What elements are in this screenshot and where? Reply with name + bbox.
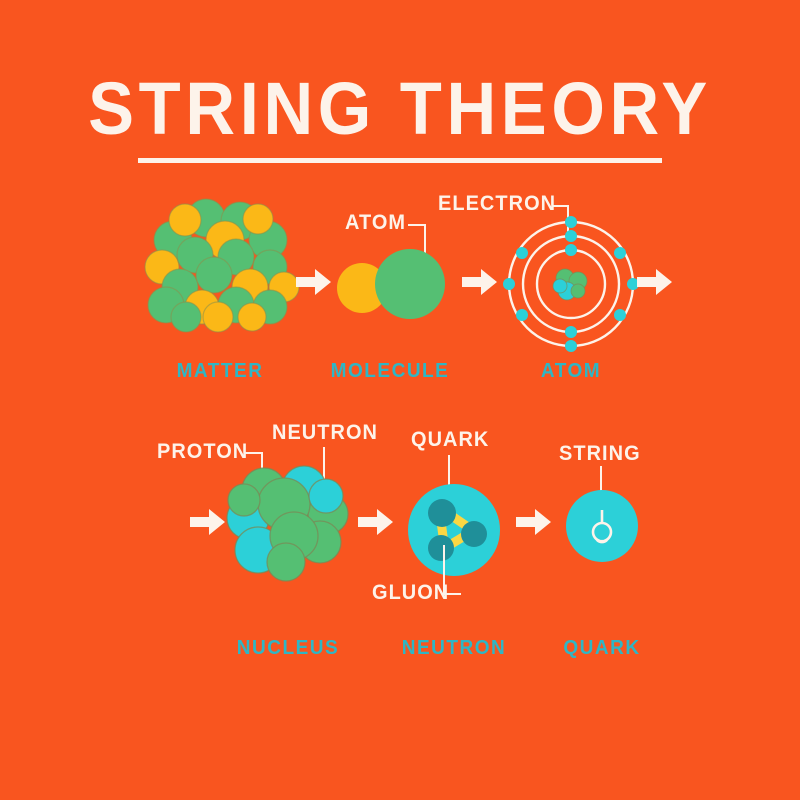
page-title: STRING THEORY <box>88 67 712 150</box>
callout-atom-leader-v <box>424 224 426 270</box>
callout-gluon-label: GLUON <box>372 581 450 604</box>
callout-quark-label: QUARK <box>411 428 490 451</box>
arrow-row1-continue <box>637 268 673 296</box>
caption-nucleus: NUCLEUS <box>236 637 340 659</box>
callout-gluon-leader-h <box>443 593 461 595</box>
caption-molecule: MOLECULE <box>330 360 450 382</box>
quark-string-icon <box>566 490 638 562</box>
callout-string-leader-v <box>600 466 602 510</box>
arrow-molecule-to-atom <box>462 268 498 296</box>
callout-electron-label: ELECTRON <box>438 192 557 215</box>
callout-neutron-label: NEUTRON <box>272 421 378 444</box>
nucleus-cluster-icon <box>226 462 349 582</box>
callout-gluon-leader-v <box>443 545 445 593</box>
matter-cluster-icon <box>140 195 300 335</box>
neutron-quark-dot <box>428 499 456 527</box>
arrow-row2-start <box>190 508 226 536</box>
arrow-nucleus-to-neutron <box>358 508 394 536</box>
callout-atom-label: ATOM <box>345 211 407 234</box>
callout-atom-leader-h <box>408 224 426 226</box>
molecule-orange-sphere <box>337 263 387 313</box>
caption-matter: MATTER <box>176 360 264 382</box>
arrow-matter-to-molecule <box>296 268 332 296</box>
molecule-icon <box>336 246 448 326</box>
caption-atom: ATOM <box>540 360 602 382</box>
caption-quark: QUARK <box>563 637 641 659</box>
atom-outer-electron <box>565 216 577 228</box>
caption-neutron: NEUTRON <box>401 637 507 659</box>
title-divider <box>138 158 662 163</box>
callout-electron-leader-h <box>553 205 569 207</box>
title-block: STRING THEORY <box>0 67 800 163</box>
callout-quark-leader-v <box>448 455 450 505</box>
arrow-neutron-to-quark <box>516 508 552 536</box>
callout-neutron-leader-v <box>323 447 325 492</box>
callout-string-label: STRING <box>559 442 641 465</box>
molecule-green-sphere <box>375 249 445 319</box>
callout-proton-label: PROTON <box>157 440 249 463</box>
neutron-icon <box>408 484 500 576</box>
callout-proton-leader-h <box>245 452 263 454</box>
atom-orbit-icon <box>503 216 639 352</box>
